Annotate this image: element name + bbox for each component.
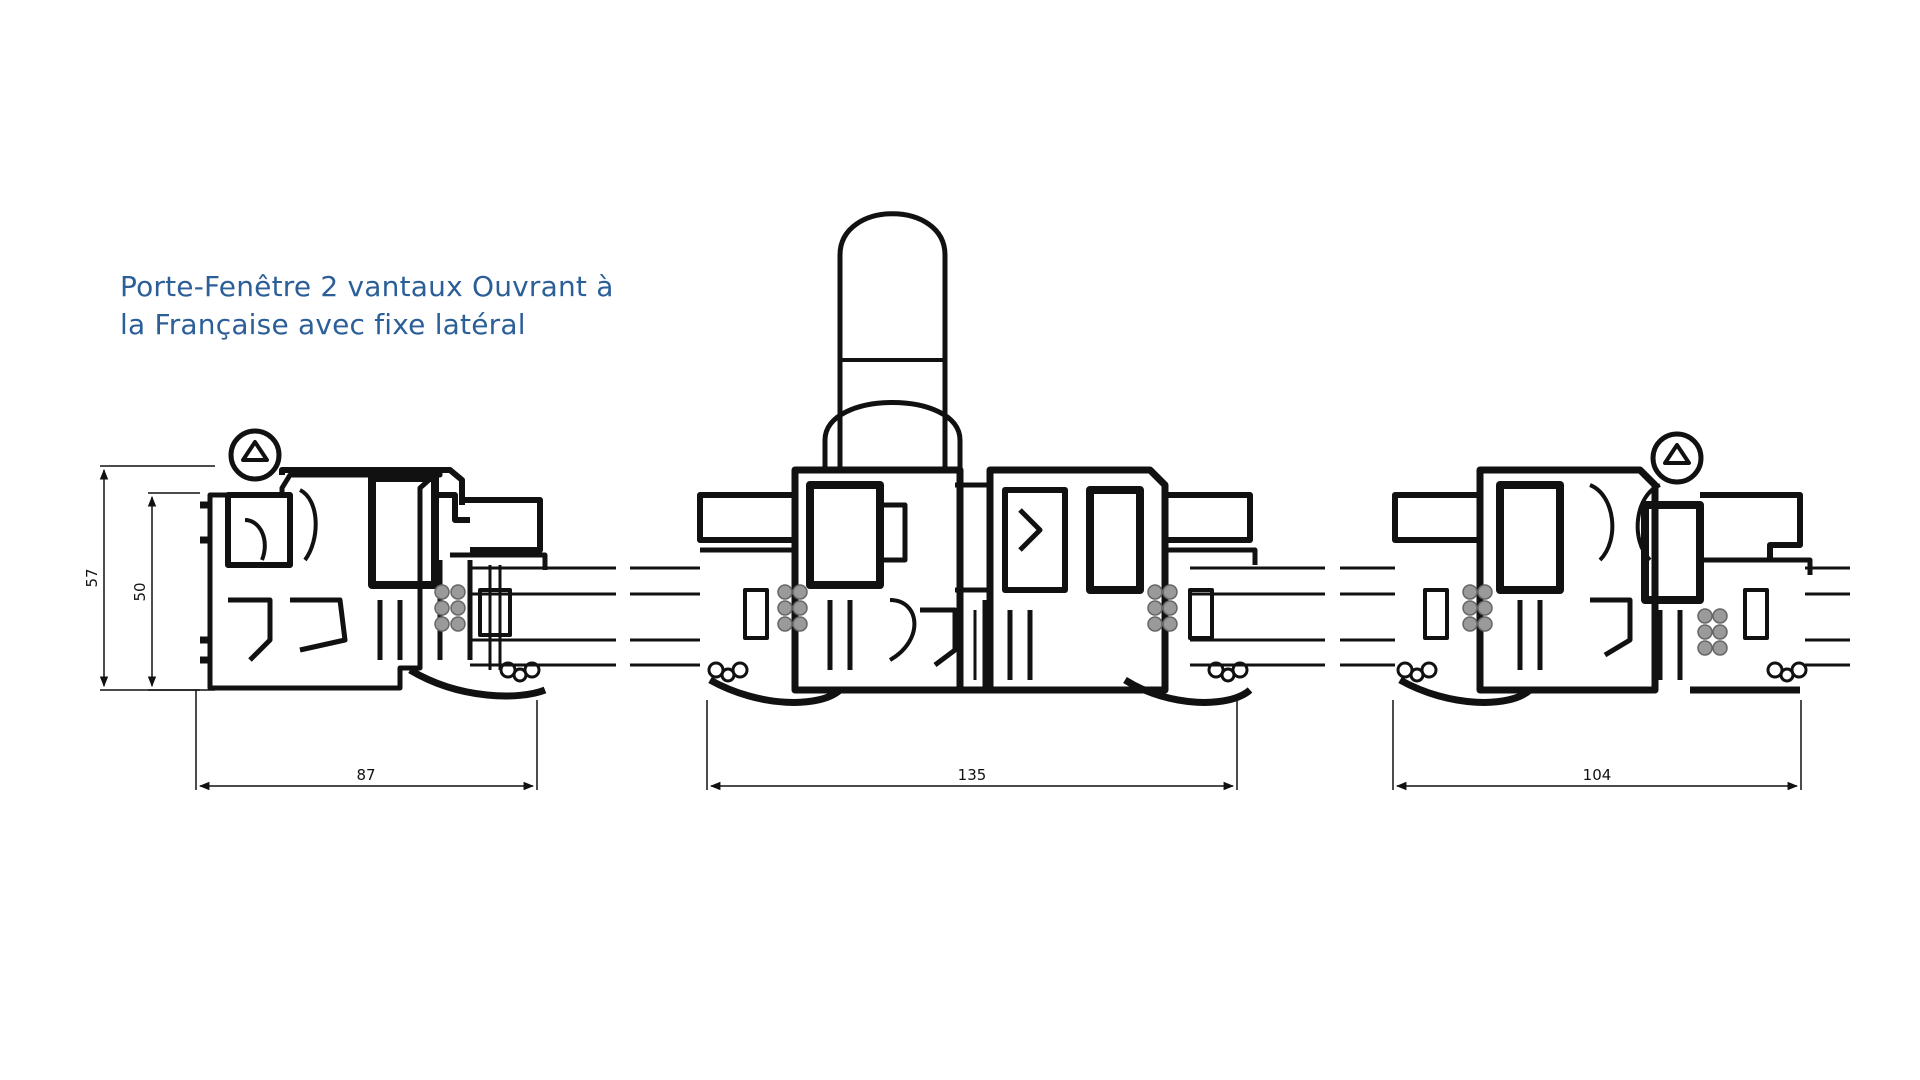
center-bottom-screws: [707, 661, 1249, 683]
center-glazing: [630, 566, 1325, 667]
right-bottom-screws: [1396, 661, 1808, 683]
dimension-lines: [99, 465, 1802, 791]
left-bottom-screws: [499, 661, 541, 683]
dimension-labels: 57 50 87 135 104: [83, 568, 1611, 784]
left-glazing: [470, 566, 616, 667]
left-gasket: [434, 584, 466, 632]
dim-height-outer: 57: [83, 568, 101, 587]
dim-width-center: 135: [958, 766, 987, 784]
diagram-title: Porte-Fenêtre 2 vantaux Ouvrant à la Fra…: [120, 268, 614, 344]
title-line-1: Porte-Fenêtre 2 vantaux Ouvrant à: [120, 270, 614, 303]
left-frame-section: [200, 428, 548, 700]
right-glazing: [1340, 566, 1850, 667]
dim-height-inner: 50: [131, 582, 149, 601]
center-sash-section: [697, 211, 1258, 706]
dim-width-right: 104: [1583, 766, 1612, 784]
dim-width-left: 87: [356, 766, 375, 784]
center-gaskets: [777, 584, 1178, 632]
title-line-2: la Française avec fixe latéral: [120, 308, 526, 341]
right-gaskets: [1462, 584, 1728, 656]
right-sash-section: [1392, 431, 1813, 706]
